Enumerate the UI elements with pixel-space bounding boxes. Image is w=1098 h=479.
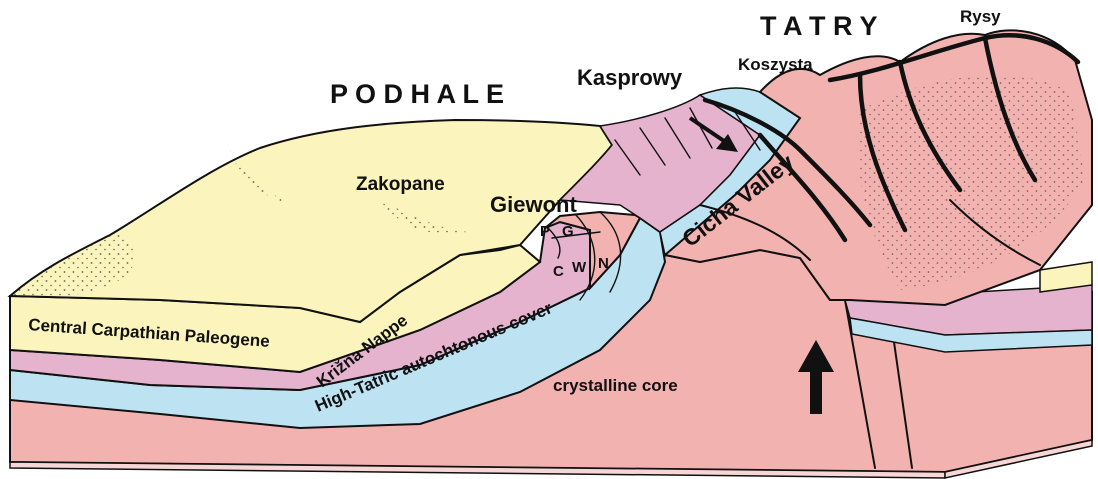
place-label-zakopane: Zakopane [356,174,445,195]
fold-label-n: N [598,255,609,272]
region-label-tatry: T A T R Y [760,11,878,41]
fold-label-c: C [553,263,564,280]
peak-label-koszysta: Koszysta [738,55,813,74]
region-label-podhale: P O D H A L E [330,79,504,109]
peak-label-giewont: Giewont [490,192,577,217]
unit-label-crystalline-core: crystalline core [553,376,678,395]
peak-label-rysy: Rysy [960,7,1001,26]
peak-label-kasprowy: Kasprowy [577,65,683,90]
fold-label-w: W [572,259,587,276]
fold-label-g: G [562,223,574,240]
uplift-arrow-shaft [810,368,822,414]
fold-label-p: P [540,223,550,240]
